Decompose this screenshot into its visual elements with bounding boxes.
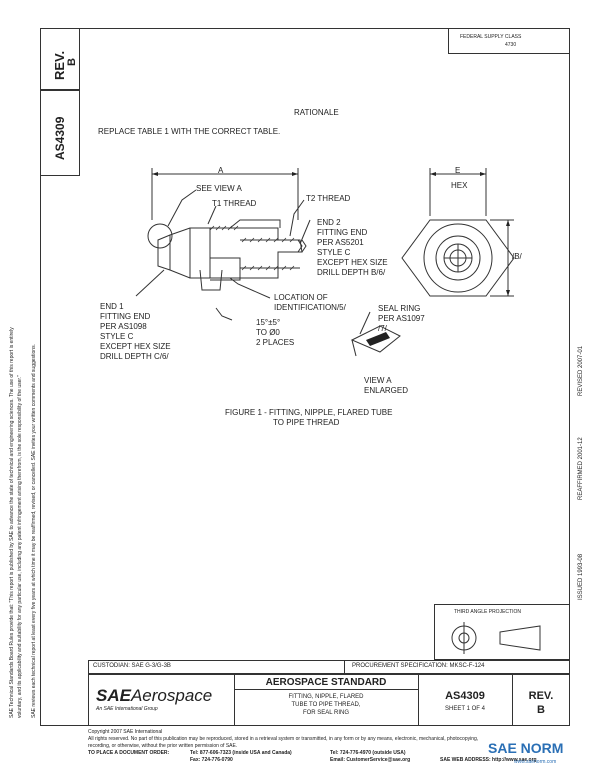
title-div-2 [418,674,419,726]
see-view-a-label: SEE VIEW A [196,184,242,193]
view-a-note: VIEW A ENLARGED [364,376,409,395]
rights-1: All rights reserved. No part of this pub… [88,736,479,742]
aerospace-logo-text: Aerospace [130,686,213,705]
side-rev-box [40,28,80,90]
hex-label: HEX [451,181,468,190]
watermark-url: www.saenorm.com [514,759,557,765]
custodian-text: CUSTODIAN: SAE G-3/G-3B [93,663,171,669]
title-block [88,674,570,726]
side-rev-value: B [66,58,78,66]
end2-note: END 2 FITTING END PER AS5201 STYLE C EXC… [317,218,388,277]
tel-2: Tel: 724-776-4970 (outside USA) [330,750,406,756]
standard-title: AEROSPACE STANDARD [265,677,387,688]
procurement-text: PROCUREMENT SPECIFICATION: MKSC-F-124 [352,663,485,669]
tel-1: Tel: 877-606-7323 (inside USA and Canada… [190,750,292,756]
side-docnum-box [40,90,80,176]
rev-value: B [537,704,545,716]
custodian-row [88,660,570,674]
legal-text-2: voluntary, and its applicability and sui… [17,375,23,718]
revised-date: REVISED 2007-01 [578,345,584,396]
order-label: TO PLACE A DOCUMENT ORDER: [88,750,170,756]
title-div-1 [234,674,235,726]
copyright: Copyright 2007 SAE International [88,729,163,735]
fsc-line-1: FEDERAL SUPPLY CLASS [460,34,522,40]
fsc-box [448,28,570,54]
figure-caption-2: TO PIPE THREAD [273,418,340,427]
fsc-line-2: 4730 [505,42,517,48]
reaffirmed-date: REAFFIRMED 2001-12 [578,437,584,500]
web-address: SAE WEB ADDRESS: http://www.sae.org [440,757,537,763]
rights-2: recording, or otherwise, without the pri… [88,743,238,749]
watermark-logo: SAE NORM [488,740,563,756]
dim-e-label: E [455,166,461,175]
issued-date: ISSUED 1993-08 [578,553,584,600]
sae-logo-text: SAE [96,686,131,705]
legal-text-3: SAE reviews each technical report at lea… [31,344,37,718]
watermark-text: SAE NORM [488,740,564,756]
dim-a-label: A [218,166,224,175]
sae-logo: SAEAerospace [96,686,212,706]
rev-label: REV. [528,690,554,702]
legal-text-1: SAE Technical Standards Board Rules prov… [9,327,15,718]
dim-b-label: /B/ [512,252,522,261]
end1-note: END 1 FITTING END PER AS1098 STYLE C EXC… [100,302,171,361]
title-hline [234,689,418,690]
description: FITTING, NIPPLE, FLARED TUBE TO PIPE THR… [288,694,364,716]
t1-thread-label: T1 THREAD [212,199,257,208]
location-note: LOCATION OF IDENTIFICATION/5/ [274,293,346,312]
title-div-3 [512,674,513,726]
projection-label: THIRD ANGLE PROJECTION [454,609,521,615]
fitting-drawing [135,168,515,357]
side-rev-label: REV. [52,50,67,80]
projection-box [434,604,570,660]
email: Email: CustomerService@sae.org [330,757,411,763]
angle-note: 15°±5° TO Ø0 2 PLACES [256,318,295,347]
doc-number: AS4309 [445,690,485,702]
rationale-text: REPLACE TABLE 1 WITH THE CORRECT TABLE. [98,127,281,136]
custodian-divider [344,660,345,674]
projection-symbol [451,622,541,654]
seal-ring-note: SEAL RING PER AS1097 /7/ [378,304,425,333]
sheet-number: SHEET 1 OF 4 [445,706,485,712]
side-doc-number: AS4309 [53,116,67,160]
t2-thread-label: T2 THREAD [306,194,351,203]
rationale-title: RATIONALE [294,108,339,117]
logo-subtitle: An SAE International Group [96,706,158,712]
fax: Fax: 724-776-0790 [190,757,233,763]
figure-caption-1: FIGURE 1 - FITTING, NIPPLE, FLARED TUBE [225,408,393,417]
